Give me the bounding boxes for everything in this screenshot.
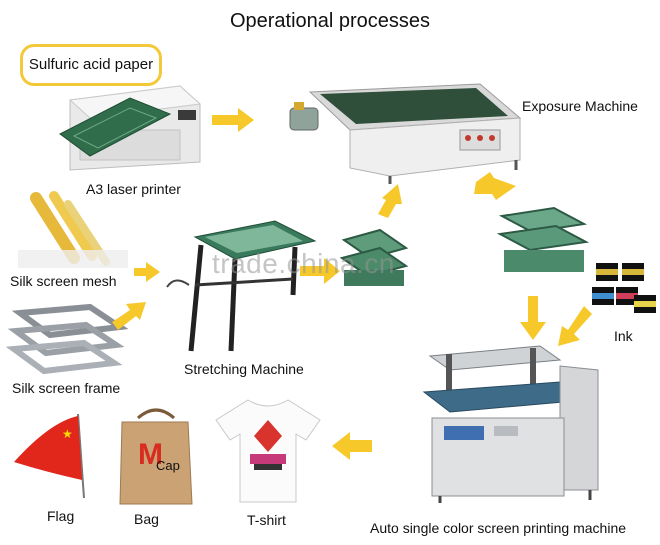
arrow-mesh-to-stretching bbox=[134, 262, 160, 282]
laser-printer-label: A3 laser printer bbox=[86, 181, 181, 197]
green-screen-frames-image bbox=[339, 228, 409, 286]
exposed-screen-frames-image bbox=[496, 206, 590, 272]
bag-print-text: Cap bbox=[156, 458, 180, 473]
exposure-machine-image bbox=[289, 83, 522, 184]
sulfuric-acid-paper-callout: Sulfuric acid paper bbox=[20, 44, 162, 86]
laser-printer-image bbox=[59, 85, 202, 171]
flag-image: ★ bbox=[14, 413, 85, 499]
arrow-frames-to-printer bbox=[520, 296, 546, 340]
stretching-machine-label: Stretching Machine bbox=[184, 361, 304, 377]
diagram-title: Operational processes bbox=[229, 10, 431, 32]
ink-jars-image bbox=[592, 263, 656, 313]
flag-label: Flag bbox=[47, 508, 75, 524]
silk-screen-mesh-image bbox=[18, 191, 128, 268]
silk-screen-frame-label: Silk screen frame bbox=[12, 380, 121, 396]
exposure-machine-label: Exposure Machine bbox=[522, 98, 638, 114]
arrow-frame-to-stretching bbox=[112, 302, 146, 330]
printing-machine-label: Auto single color screen printing machin… bbox=[370, 520, 627, 536]
svg-text:★: ★ bbox=[62, 427, 73, 441]
bag-image: M bbox=[119, 408, 193, 505]
ink-label: Ink bbox=[614, 328, 633, 344]
tshirt-label: T-shirt bbox=[247, 512, 286, 528]
tshirt-image bbox=[215, 399, 321, 503]
arrow-ink-to-printer bbox=[558, 306, 592, 346]
stretching-machine-image bbox=[166, 220, 317, 352]
arrow-printer-to-exposure bbox=[212, 108, 254, 132]
arrow-frames-to-exposure bbox=[378, 184, 402, 218]
svg-text:M: M bbox=[138, 438, 163, 471]
arrow-printer-to-tshirt bbox=[332, 432, 372, 460]
arrow-stretching-to-frames bbox=[300, 258, 340, 284]
bag-label: Bag bbox=[134, 511, 159, 527]
silk-screen-mesh-label: Silk screen mesh bbox=[10, 273, 117, 289]
arrow-exposure-to-frames bbox=[474, 172, 516, 200]
screen-printing-machine-image bbox=[422, 345, 599, 503]
watermark-text: trade.china.cn bbox=[212, 248, 395, 279]
